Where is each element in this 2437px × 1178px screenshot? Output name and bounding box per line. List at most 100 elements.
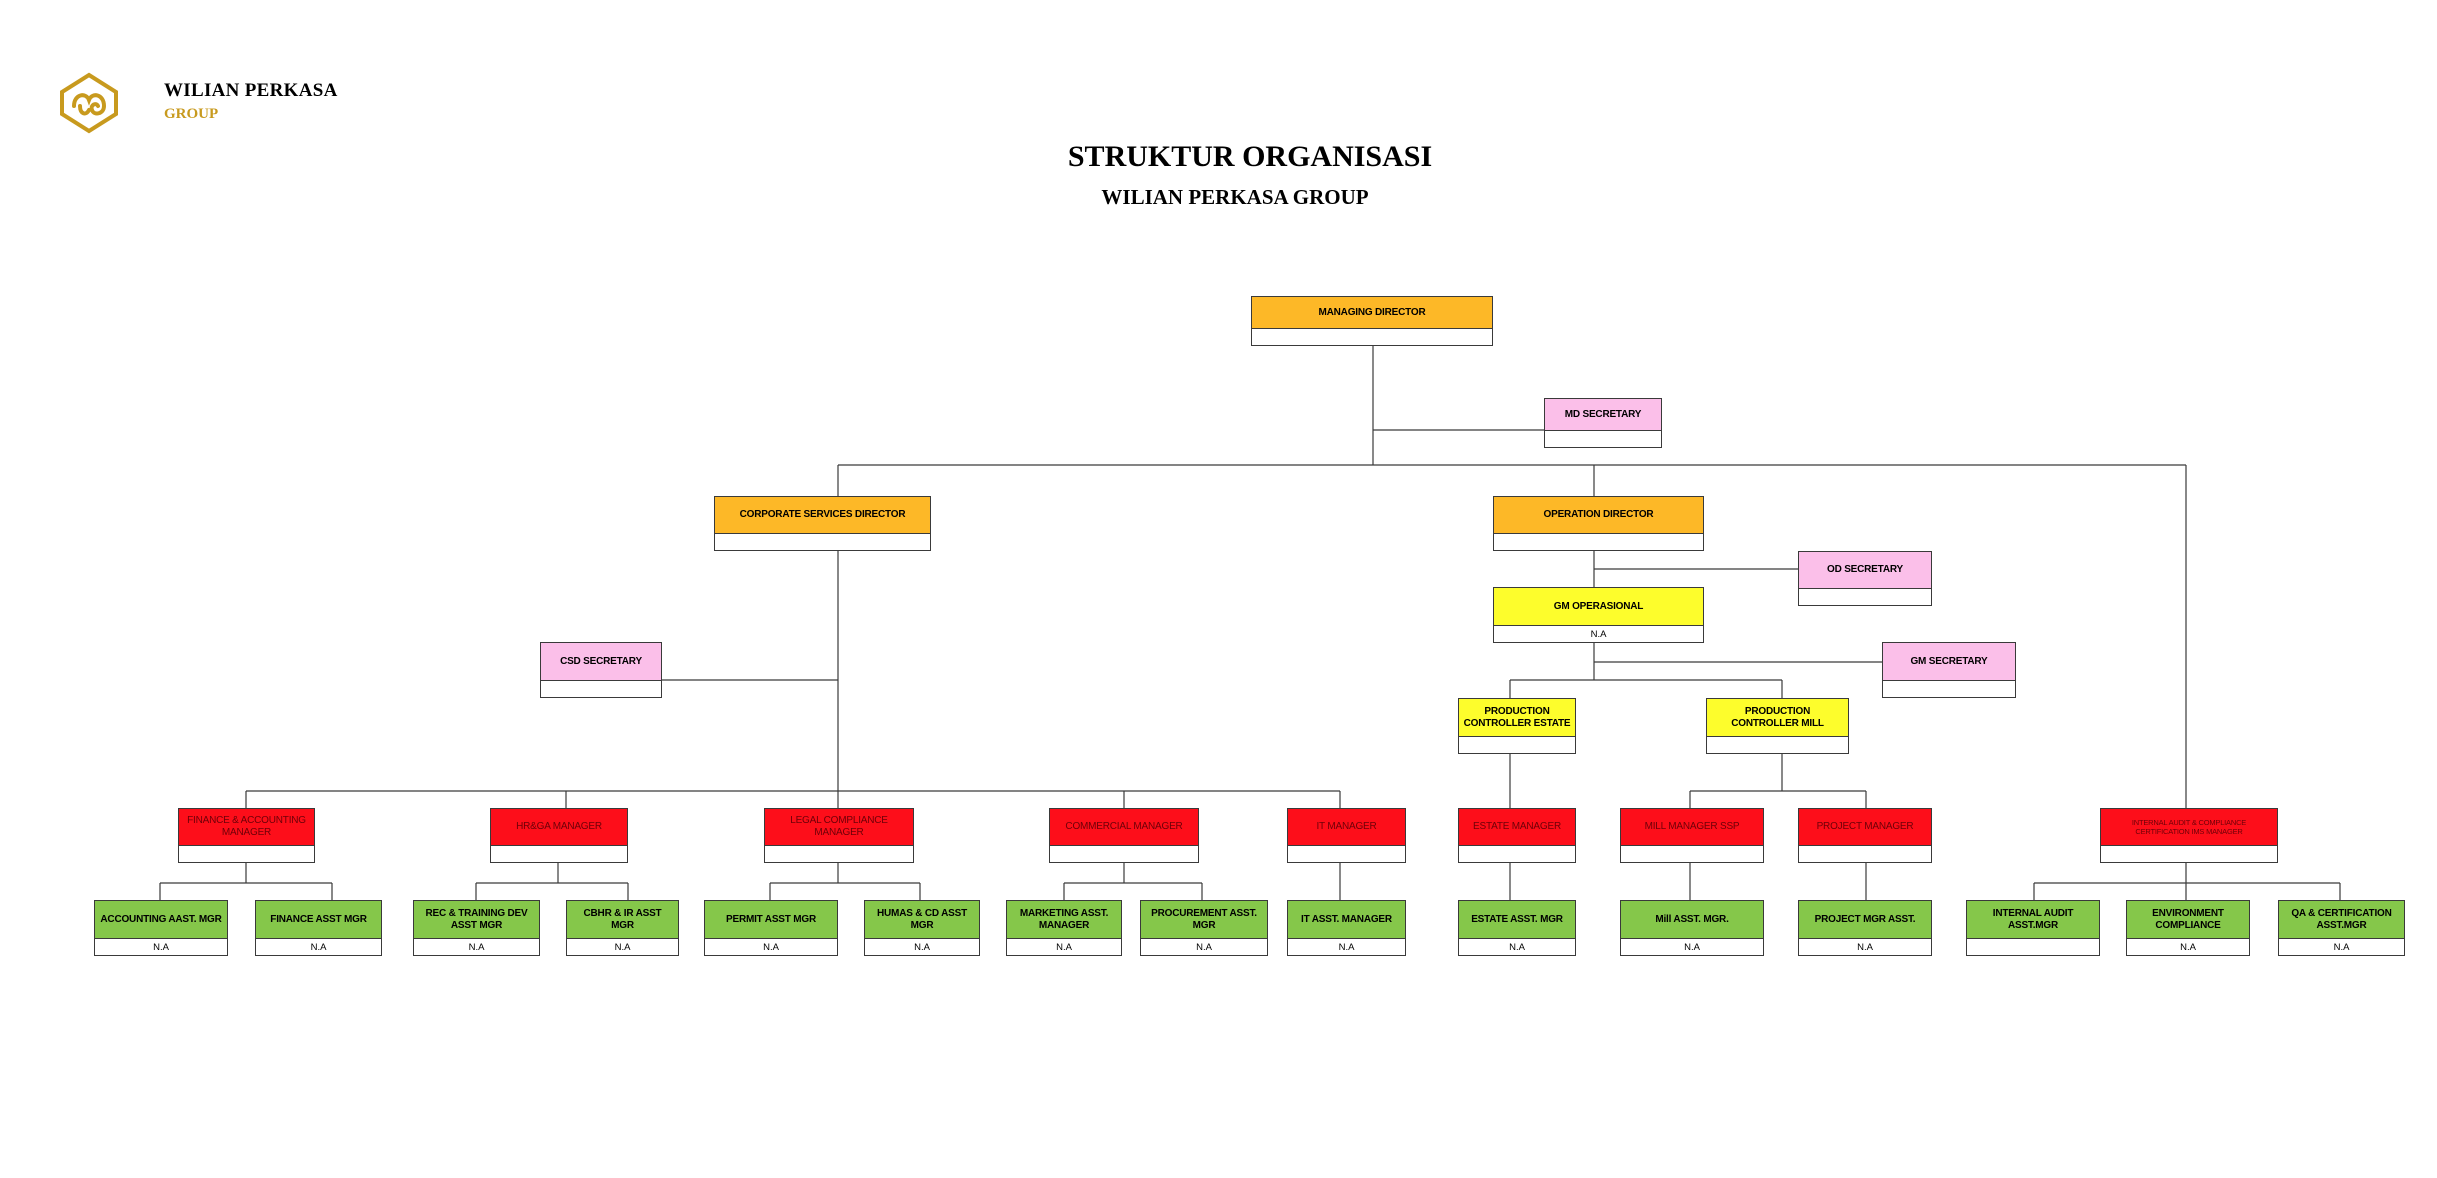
node-gm-secretary: GM SECRETARY: [1882, 642, 2016, 698]
page-title: STRUKTUR ORGANISASI: [1067, 140, 1433, 173]
node-value: N.A: [256, 939, 381, 955]
node-estate-asst-mgr: ESTATE ASST. MGR N.A: [1458, 900, 1576, 956]
node-value: N.A: [1459, 939, 1575, 955]
node-value: [1494, 534, 1703, 550]
node-label: LEGAL COMPLIANCE MANAGER: [765, 809, 913, 846]
node-value: [1545, 431, 1661, 447]
node-label: IT ASST. MANAGER: [1288, 901, 1405, 939]
node-value: N.A: [1007, 939, 1121, 955]
node-humas-cd-asst-mgr: HUMAS & CD ASST MGR N.A: [864, 900, 980, 956]
node-label: OD SECRETARY: [1799, 552, 1931, 589]
node-label: PRODUCTION CONTROLLER MILL: [1707, 699, 1848, 737]
brand-name: WILIAN PERKASA: [164, 80, 338, 101]
node-label: ENVIRONMENT COMPLIANCE: [2127, 901, 2249, 939]
node-label: MILL MANAGER SSP: [1621, 809, 1763, 846]
node-project-mgr-asst: PROJECT MGR ASST. N.A: [1798, 900, 1932, 956]
node-label: HR&GA MANAGER: [491, 809, 627, 846]
node-value: N.A: [1494, 626, 1703, 642]
node-value: [1621, 846, 1763, 862]
node-value: N.A: [567, 939, 678, 955]
node-value: N.A: [2279, 939, 2404, 955]
node-value: [179, 846, 314, 862]
node-value: N.A: [705, 939, 837, 955]
node-value: N.A: [1288, 939, 1405, 955]
node-value: [1288, 846, 1405, 862]
node-label: ESTATE MANAGER: [1459, 809, 1575, 846]
node-value: N.A: [1141, 939, 1267, 955]
node-commercial-manager: COMMERCIAL MANAGER: [1049, 808, 1199, 863]
node-internal-audit-manager: INTERNAL AUDIT & COMPLIANCE CERTIFICATIO…: [2100, 808, 2278, 863]
node-label: PRODUCTION CONTROLLER ESTATE: [1459, 699, 1575, 737]
node-value: [1252, 329, 1492, 345]
node-label: GM OPERASIONAL: [1494, 588, 1703, 626]
logo-emblem-icon: [60, 72, 118, 134]
node-label: COMMERCIAL MANAGER: [1050, 809, 1198, 846]
brand-group: GROUP: [164, 106, 219, 122]
node-label: REC & TRAINING DEV ASST MGR: [414, 901, 539, 939]
node-label: ESTATE ASST. MGR: [1459, 901, 1575, 939]
node-it-manager: IT MANAGER: [1287, 808, 1406, 863]
node-value: [1050, 846, 1198, 862]
node-label: PROCUREMENT ASST. MGR: [1141, 901, 1267, 939]
node-label: PERMIT ASST MGR: [705, 901, 837, 939]
node-value: [1459, 737, 1575, 753]
node-value: N.A: [1621, 939, 1763, 955]
node-label: FINANCE ASST MGR: [256, 901, 381, 939]
node-value: [1799, 846, 1931, 862]
node-internal-audit-asst-mgr: INTERNAL AUDIT ASST.MGR: [1966, 900, 2100, 956]
node-label: HUMAS & CD ASST MGR: [865, 901, 979, 939]
node-label: QA & CERTIFICATION ASST.MGR: [2279, 901, 2404, 939]
node-od-secretary: OD SECRETARY: [1798, 551, 1932, 606]
node-finance-asst-mgr: FINANCE ASST MGR N.A: [255, 900, 382, 956]
page-subtitle: WILIAN PERKASA GROUP: [1101, 185, 1369, 209]
node-procurement-asst-mgr: PROCUREMENT ASST. MGR N.A: [1140, 900, 1268, 956]
node-label: IT MANAGER: [1288, 809, 1405, 846]
node-value: [1883, 681, 2015, 697]
node-hrd-ga-manager: HR&GA MANAGER: [490, 808, 628, 863]
node-value: [765, 846, 913, 862]
node-value: [1799, 589, 1931, 605]
node-label: Mill ASST. MGR.: [1621, 901, 1763, 939]
node-label: MARKETING ASST. MANAGER: [1007, 901, 1121, 939]
node-production-controller-mill: PRODUCTION CONTROLLER MILL: [1706, 698, 1849, 754]
node-rec-training-dev-asst-mgr: REC & TRAINING DEV ASST MGR N.A: [413, 900, 540, 956]
node-environment-compliance: ENVIRONMENT COMPLIANCE N.A: [2126, 900, 2250, 956]
node-value: N.A: [95, 939, 227, 955]
node-label: GM SECRETARY: [1883, 643, 2015, 681]
node-label: CBHR & IR ASST MGR: [567, 901, 678, 939]
node-estate-manager: ESTATE MANAGER: [1458, 808, 1576, 863]
node-label: CSD SECRETARY: [541, 643, 661, 681]
node-value: [541, 681, 661, 697]
node-finance-accounting-manager: FINANCE & ACCOUNTING MANAGER: [178, 808, 315, 863]
node-mill-manager-ssp: MILL MANAGER SSP: [1620, 808, 1764, 863]
node-label: CORPORATE SERVICES DIRECTOR: [715, 497, 930, 534]
node-csd-secretary: CSD SECRETARY: [540, 642, 662, 698]
node-value: N.A: [1799, 939, 1931, 955]
node-permit-asst-mgr: PERMIT ASST MGR N.A: [704, 900, 838, 956]
node-label: MD SECRETARY: [1545, 399, 1661, 431]
node-value: N.A: [414, 939, 539, 955]
node-legal-compliance-manager: LEGAL COMPLIANCE MANAGER: [764, 808, 914, 863]
node-marketing-asst-manager: MARKETING ASST. MANAGER N.A: [1006, 900, 1122, 956]
node-value: N.A: [2127, 939, 2249, 955]
node-accounting-asst-mgr: ACCOUNTING AAST. MGR N.A: [94, 900, 228, 956]
node-managing-director: MANAGING DIRECTOR: [1251, 296, 1493, 346]
node-project-manager: PROJECT MANAGER: [1798, 808, 1932, 863]
node-label: MANAGING DIRECTOR: [1252, 297, 1492, 329]
node-value: [491, 846, 627, 862]
node-corporate-services-director: CORPORATE SERVICES DIRECTOR: [714, 496, 931, 551]
node-value: [1967, 939, 2099, 955]
node-operation-director: OPERATION DIRECTOR: [1493, 496, 1704, 551]
node-value: [1707, 737, 1848, 753]
node-mill-asst-mgr: Mill ASST. MGR. N.A: [1620, 900, 1764, 956]
node-qa-certification-asst-mgr: QA & CERTIFICATION ASST.MGR N.A: [2278, 900, 2405, 956]
wilian-perkasa-logo: [54, 72, 124, 134]
node-label: OPERATION DIRECTOR: [1494, 497, 1703, 534]
node-label: PROJECT MGR ASST.: [1799, 901, 1931, 939]
node-it-asst-manager: IT ASST. MANAGER N.A: [1287, 900, 1406, 956]
node-label: INTERNAL AUDIT ASST.MGR: [1967, 901, 2099, 939]
node-value: N.A: [865, 939, 979, 955]
node-label: INTERNAL AUDIT & COMPLIANCE CERTIFICATIO…: [2101, 809, 2277, 846]
node-md-secretary: MD SECRETARY: [1544, 398, 1662, 448]
